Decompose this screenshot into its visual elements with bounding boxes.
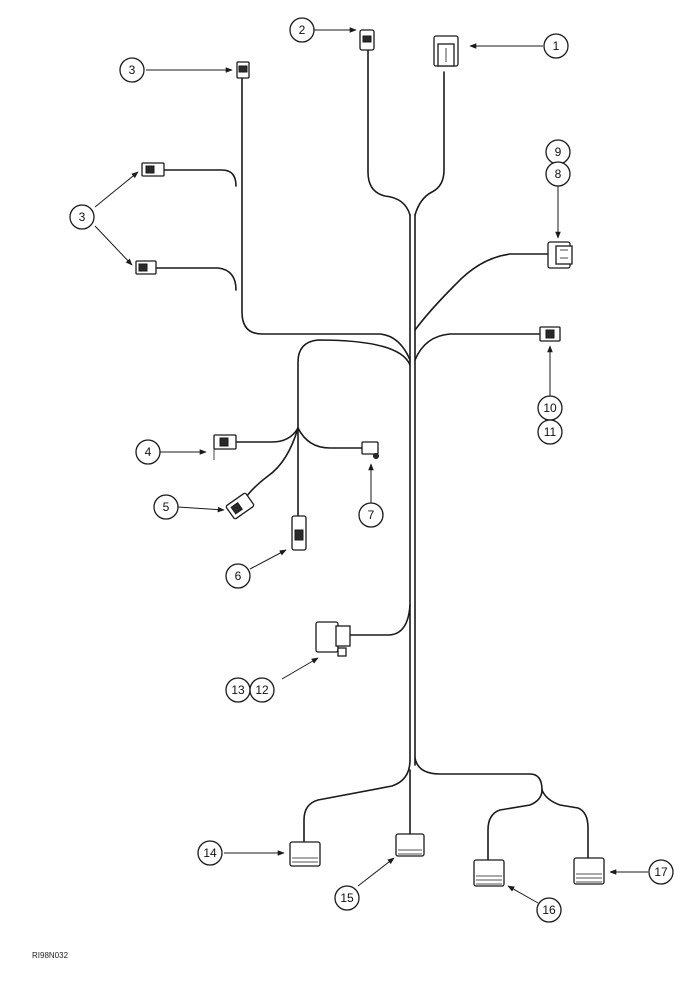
connector-7 xyxy=(361,441,379,459)
callout-11: 11 xyxy=(537,419,563,445)
callout-2: 2 xyxy=(289,17,315,43)
svg-text:5: 5 xyxy=(163,500,170,514)
callout-3-top: 3 xyxy=(119,57,145,83)
connector-4 xyxy=(213,434,237,460)
callout-12: 12 xyxy=(249,677,275,703)
connector-14 xyxy=(289,841,321,867)
connector-5 xyxy=(225,492,255,520)
callout-10: 10 xyxy=(537,395,563,421)
connector-3-upper xyxy=(141,162,165,177)
svg-text:1: 1 xyxy=(553,39,560,53)
callout-9: 9 xyxy=(545,139,571,165)
callout-6: 6 xyxy=(225,563,251,589)
connector-1 xyxy=(433,35,459,67)
callout-17: 17 xyxy=(648,859,674,885)
connector-3-top xyxy=(236,61,250,79)
callout-8: 8 xyxy=(545,161,571,187)
svg-text:10: 10 xyxy=(543,401,557,415)
connector-3-lower xyxy=(135,260,157,275)
callout-15: 15 xyxy=(334,885,360,911)
svg-text:14: 14 xyxy=(203,846,217,860)
leader-lines xyxy=(94,27,648,904)
svg-text:11: 11 xyxy=(544,425,557,439)
svg-text:16: 16 xyxy=(542,903,556,917)
svg-text:3: 3 xyxy=(129,63,136,77)
callout-13: 13 xyxy=(225,677,251,703)
callout-7: 7 xyxy=(358,502,384,528)
svg-text:12: 12 xyxy=(255,683,269,697)
svg-text:15: 15 xyxy=(340,891,354,905)
callout-1: 1 xyxy=(543,33,569,59)
harness-wires xyxy=(149,47,589,861)
callout-16: 16 xyxy=(536,897,562,923)
svg-text:17: 17 xyxy=(654,865,668,879)
callout-14: 14 xyxy=(197,840,223,866)
svg-text:13: 13 xyxy=(231,683,245,697)
svg-text:9: 9 xyxy=(555,145,562,159)
svg-text:2: 2 xyxy=(299,23,306,37)
connector-12 xyxy=(315,621,351,657)
svg-text:3: 3 xyxy=(79,210,86,224)
callout-5: 5 xyxy=(153,494,179,520)
connector-6 xyxy=(291,515,307,551)
connector-10 xyxy=(539,326,561,342)
connector-2 xyxy=(359,29,375,51)
connector-16 xyxy=(473,859,505,887)
svg-text:6: 6 xyxy=(235,569,242,583)
svg-text:8: 8 xyxy=(555,167,562,181)
connector-8 xyxy=(547,241,573,269)
figure-code: RI98N032 xyxy=(32,951,69,960)
connector-15 xyxy=(395,833,425,857)
connector-17 xyxy=(573,857,605,885)
svg-text:7: 7 xyxy=(368,508,375,522)
svg-text:4: 4 xyxy=(145,445,152,459)
callout-3-left: 3 xyxy=(69,204,95,230)
callout-4: 4 xyxy=(135,439,161,465)
